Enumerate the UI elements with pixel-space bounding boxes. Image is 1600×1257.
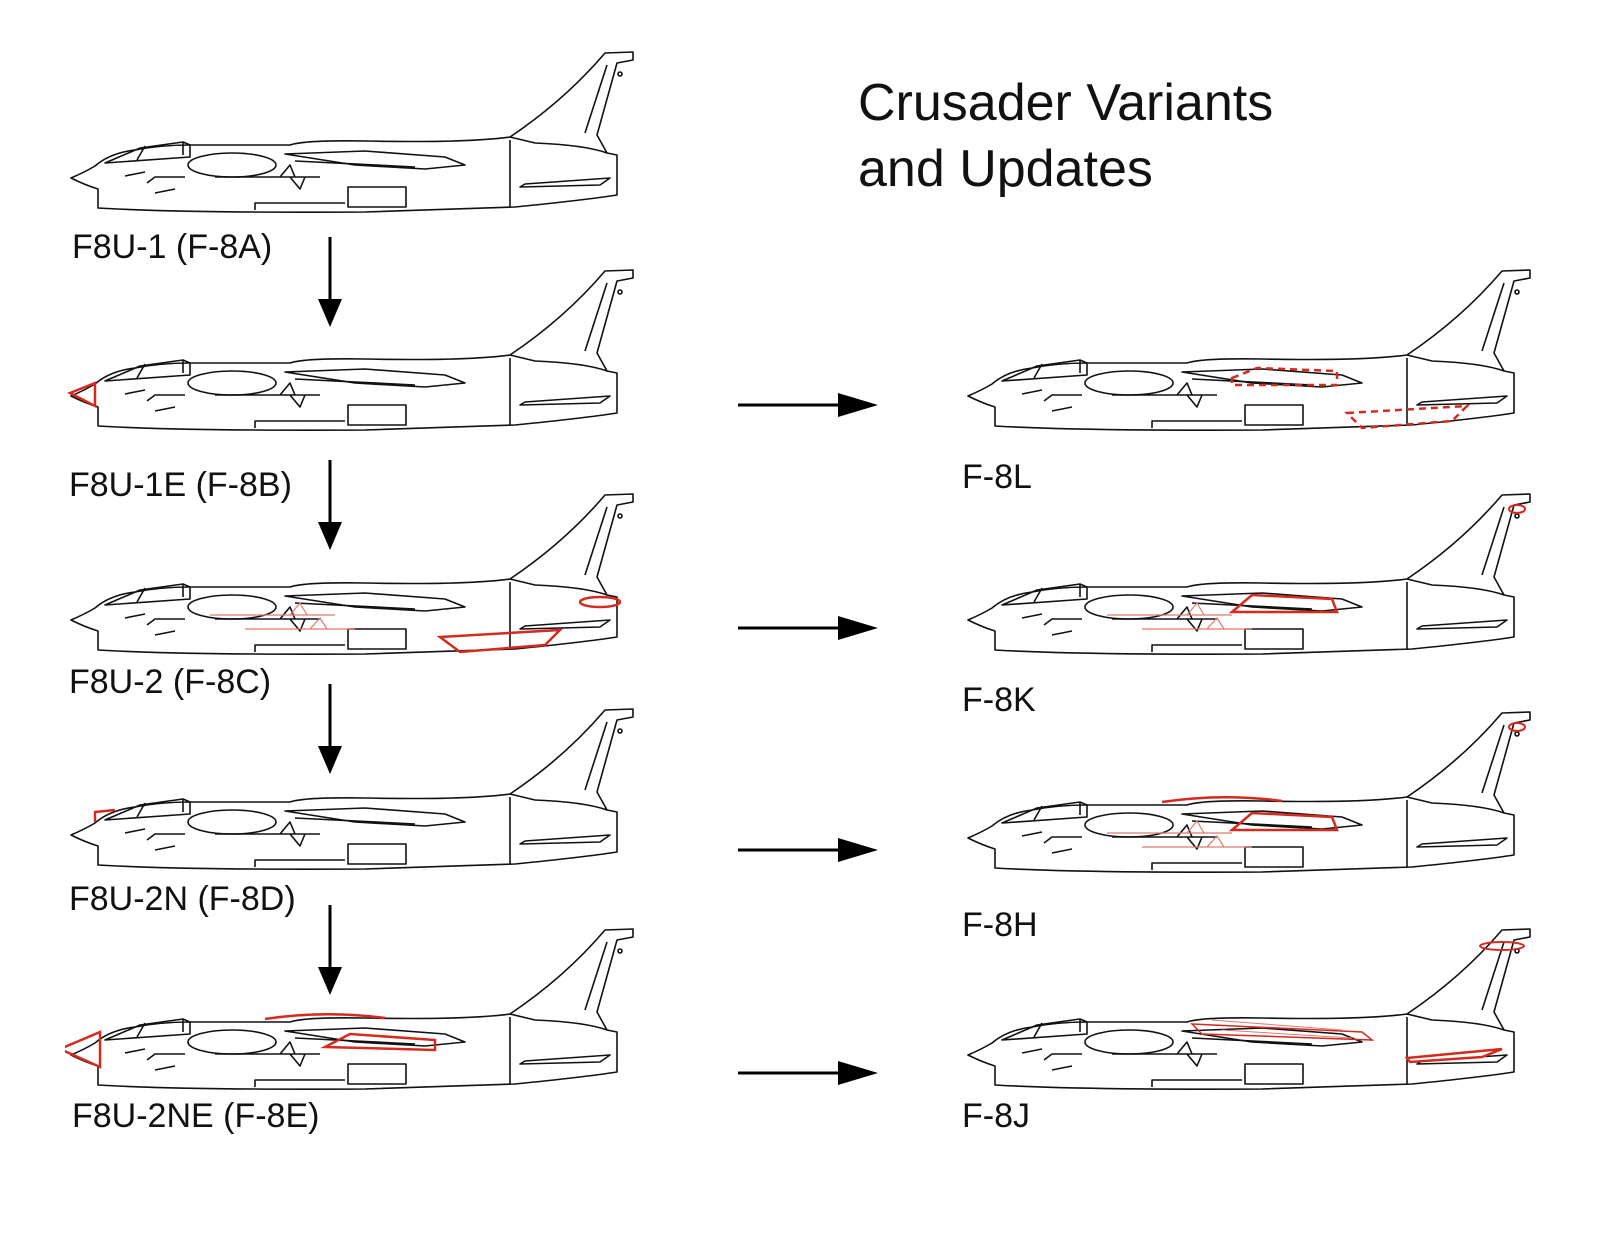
update-label-f8h: F-8H [962, 906, 1038, 944]
right-arrow-4 [738, 1061, 878, 1085]
down-arrow-3 [318, 684, 342, 774]
aircraft-f8e-drawing [65, 928, 634, 1090]
fin-cap-mod [1479, 941, 1525, 951]
dashed-wing-mod [1230, 366, 1339, 387]
blc-wing-mod [1190, 1023, 1375, 1041]
radome-mod [67, 381, 97, 409]
variant-label-f8b: F8U-1E (F-8B) [69, 466, 292, 504]
spine-hump-mod [264, 1012, 386, 1021]
aircraft-f8d-drawing [70, 708, 634, 870]
title-line-2: and Updates [858, 140, 1153, 198]
fin-tip-mod [1508, 504, 1526, 514]
variant-label-f8c: F8U-2 (F-8C) [69, 663, 272, 701]
tail-bulge-mod [578, 595, 622, 609]
aircraft-f8k-drawing [967, 493, 1531, 655]
aircraft-f8c-drawing [70, 493, 634, 655]
title-line-1: Crusader Variants [858, 74, 1274, 132]
aircraft-f8b-drawing [67, 269, 634, 431]
fin-tip-mod-h [1508, 722, 1526, 732]
aircraft-f8a-drawing [70, 51, 634, 213]
right-arrow-2 [738, 616, 878, 640]
tail-strake-mod [1404, 1047, 1503, 1064]
right-arrow-3 [738, 838, 878, 862]
aircraft-f8h-drawing [967, 711, 1531, 873]
ventral-fin-mod [436, 628, 564, 654]
down-arrow-1 [318, 237, 342, 327]
diagram-title: Crusader Variants and Updates [858, 70, 1273, 202]
spine-hump-mod-h [1161, 795, 1283, 804]
variant-label-f8d: F8U-2N (F-8D) [69, 880, 296, 918]
right-arrow-1 [738, 393, 878, 417]
down-arrow-4 [318, 905, 342, 995]
wing-panel-mod [1228, 593, 1339, 614]
wing-panel-mod-h [1228, 811, 1339, 832]
variant-label-f8a: F8U-1 (F-8A) [72, 228, 273, 266]
sidewinder-mod-k [1107, 601, 1252, 630]
update-label-f8l: F-8L [962, 458, 1032, 496]
nose-bump-mod [93, 808, 116, 822]
sidewinder-mod [210, 601, 355, 630]
sidewinder-mod-h [1107, 819, 1252, 848]
wing-pylon-mod [320, 1032, 437, 1052]
large-radome-mod [65, 1030, 102, 1069]
aircraft-f8l-drawing [967, 269, 1531, 431]
blc-wing-lines [1211, 1019, 1353, 1039]
aircraft-f8j-drawing [967, 928, 1531, 1090]
variant-label-f8e: F8U-2NE (F-8E) [72, 1097, 320, 1135]
update-label-f8k: F-8K [962, 681, 1036, 719]
update-label-f8j: F-8J [962, 1097, 1030, 1135]
down-arrow-2 [318, 460, 342, 550]
